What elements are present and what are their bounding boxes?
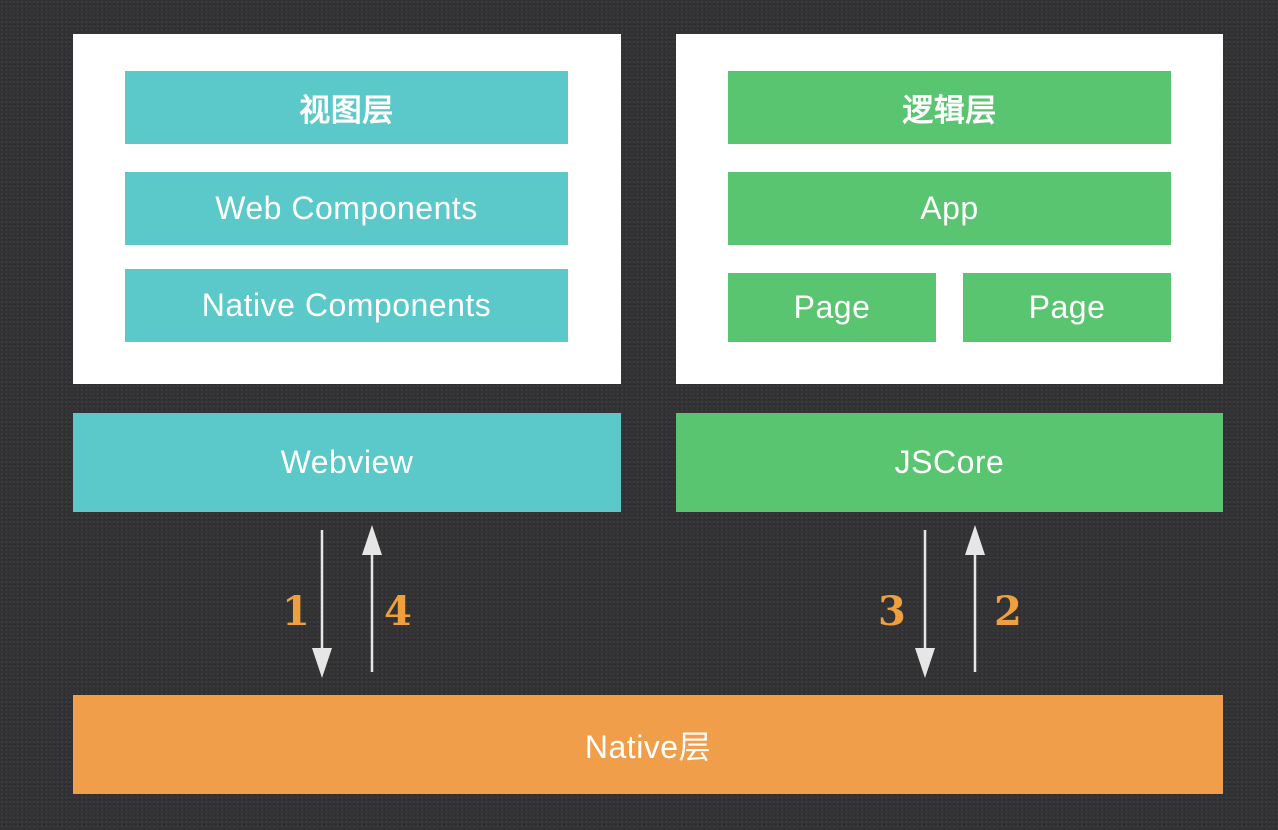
app-box: App xyxy=(728,172,1171,245)
arrow-left-up-head xyxy=(362,525,382,555)
jscore-box: JSCore xyxy=(676,413,1223,512)
view-layer-title: 视图层 xyxy=(125,71,568,144)
native-components-box: Native Components xyxy=(125,269,568,342)
arrow-right-up-head xyxy=(965,525,985,555)
arrow-right-down-head xyxy=(915,648,935,678)
native-layer-box: Native层 xyxy=(73,695,1223,794)
arrow-left-down-head xyxy=(312,648,332,678)
page-box-right: Page xyxy=(963,273,1171,342)
web-components-box: Web Components xyxy=(125,172,568,245)
page-box-left: Page xyxy=(728,273,936,342)
step-number-1: 1 xyxy=(282,588,310,635)
step-number-2: 2 xyxy=(994,588,1022,635)
webview-box: Webview xyxy=(73,413,621,512)
step-number-4: 4 xyxy=(384,588,412,635)
step-number-3: 3 xyxy=(878,588,906,635)
logic-layer-title: 逻辑层 xyxy=(728,71,1171,144)
